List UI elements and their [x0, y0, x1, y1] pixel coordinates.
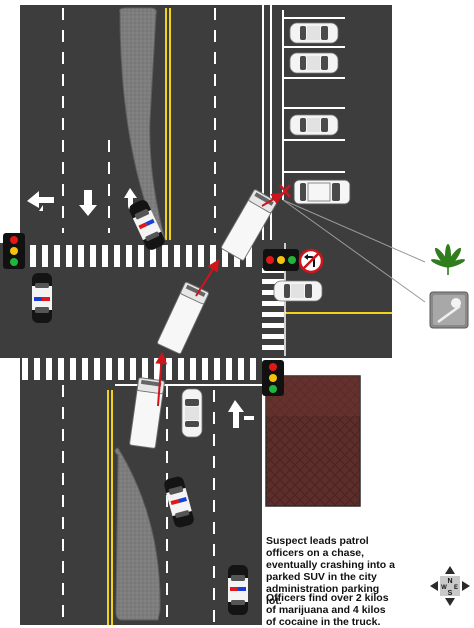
- chase-path: [155, 192, 284, 407]
- collision-x-icon: [279, 184, 291, 198]
- crosswalk-south: [22, 358, 256, 380]
- police-cruiser: [228, 565, 248, 615]
- north-median: [119, 7, 166, 244]
- no-left-turn-sign-icon: [298, 248, 324, 274]
- parked-car: [289, 22, 339, 44]
- marijuana-leaf-icon: [431, 244, 465, 275]
- narrative-paragraph-1: Suspect leads patrol officers on a chase…: [266, 535, 395, 607]
- city-administration-building: [265, 375, 361, 507]
- traffic-light-icon: [262, 360, 284, 396]
- compass-icon: N S W E: [430, 566, 470, 606]
- police-cruiser: [32, 273, 52, 323]
- traffic-car: [181, 388, 203, 438]
- cocaine-bag-icon: [429, 291, 469, 329]
- turn-arrow-south-lane: [228, 400, 254, 428]
- turn-arrow-left-lane: [27, 191, 54, 211]
- compass-south: S: [448, 590, 453, 597]
- compass-north: N: [447, 578, 452, 585]
- traffic-light-icon: [3, 233, 25, 269]
- parked-car: [273, 280, 323, 302]
- traffic-light-icon: [263, 249, 299, 271]
- straight-arrow: [79, 190, 97, 216]
- parked-car: [289, 114, 339, 136]
- compass-east: E: [454, 585, 458, 591]
- parked-suv: [293, 179, 351, 205]
- evidence-callouts: [282, 199, 426, 303]
- compass-west: W: [441, 585, 447, 591]
- narrative-paragraph-2: Officers find over 2 kilos of marijuana …: [266, 592, 389, 628]
- parked-car: [289, 52, 339, 74]
- south-median: [114, 447, 161, 621]
- crosswalk-north: [30, 245, 252, 267]
